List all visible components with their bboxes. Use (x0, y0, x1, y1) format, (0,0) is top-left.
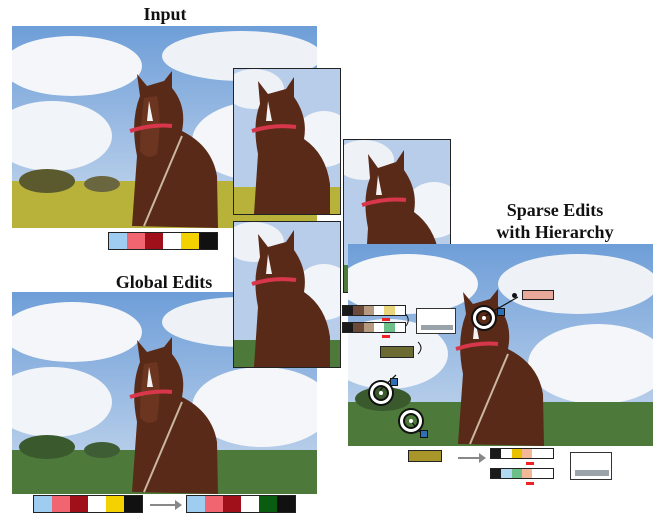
global-palette-before (33, 495, 143, 513)
palette-swatch (127, 233, 145, 249)
palette-swatch (373, 306, 385, 315)
histogram-bars (421, 325, 453, 330)
palette-swatch (199, 233, 217, 249)
histogram-box-left (416, 308, 456, 334)
hierarchy-palette-left-b (342, 322, 406, 333)
palette-swatch (353, 306, 364, 315)
crop-bottom (233, 221, 341, 368)
palette-swatch (363, 306, 374, 315)
edit-swatch-olive (380, 346, 414, 358)
palette-swatch (163, 233, 181, 249)
histogram-box-right (570, 452, 612, 480)
palette-swatch (277, 496, 295, 512)
global-palette-after (186, 495, 296, 513)
palette-swatch (88, 496, 106, 512)
global-edits-title: Global Edits (115, 272, 213, 292)
hierarchy-node[interactable] (390, 378, 398, 386)
input-palette (108, 232, 218, 250)
palette-swatch (109, 233, 127, 249)
palette-swatch (521, 469, 533, 478)
histogram-bars (575, 470, 609, 476)
selection-ring-head[interactable] (473, 307, 495, 329)
palette-swatch (343, 323, 354, 332)
hierarchy-palette-right-a (490, 448, 554, 459)
palette-swatch (409, 451, 441, 461)
palette-swatch (373, 323, 385, 332)
palette-swatch (532, 449, 543, 458)
palette-swatch (70, 496, 88, 512)
palette-swatch (511, 449, 522, 458)
palette-swatch (34, 496, 52, 512)
palette-swatch (381, 347, 413, 357)
hierarchy-palette-left-a (342, 305, 406, 316)
input-title: Input (143, 4, 187, 24)
global-arrow (150, 500, 182, 510)
palette-swatch (353, 323, 364, 332)
palette-swatch (491, 449, 502, 458)
sparse-edits-title-line1: Sparse Edits (506, 200, 604, 220)
sparse-edits-title-line2: with Hierarchy (496, 222, 614, 242)
hierarchy-arrow (458, 453, 486, 463)
change-marker (382, 318, 390, 321)
selection-ring-left[interactable] (370, 382, 392, 404)
palette-swatch (124, 496, 142, 512)
palette-swatch (491, 469, 502, 478)
palette-swatch (394, 323, 405, 332)
palette-swatch (501, 469, 512, 478)
palette-swatch (542, 469, 553, 478)
palette-swatch (523, 291, 553, 299)
palette-swatch (106, 496, 124, 512)
palette-swatch (501, 449, 512, 458)
change-marker (526, 482, 534, 485)
sparse-edits-photo (348, 244, 653, 446)
palette-swatch (542, 449, 553, 458)
edit-swatch-salmon (522, 290, 554, 300)
edit-swatch-yellow-olive (408, 450, 442, 462)
palette-swatch (259, 496, 277, 512)
palette-swatch (363, 323, 374, 332)
crop-top (233, 68, 341, 215)
palette-swatch (511, 469, 522, 478)
palette-swatch (223, 496, 241, 512)
change-marker (526, 462, 534, 465)
palette-swatch (394, 306, 405, 315)
palette-swatch (384, 306, 395, 315)
palette-swatch (521, 449, 533, 458)
change-marker (382, 335, 390, 338)
palette-swatch (145, 233, 163, 249)
palette-swatch (384, 323, 395, 332)
sparse-edits-photo-art (348, 244, 653, 446)
hierarchy-node[interactable] (420, 430, 428, 438)
palette-swatch (181, 233, 199, 249)
palette-swatch (52, 496, 70, 512)
crop-bottom-art (234, 222, 340, 367)
palette-swatch (205, 496, 223, 512)
hierarchy-node[interactable] (497, 308, 505, 316)
palette-swatch (343, 306, 354, 315)
palette-swatch (187, 496, 205, 512)
swatch-connector-dot (512, 293, 517, 298)
hierarchy-palette-right-b (490, 468, 554, 479)
selection-ring-grass[interactable] (400, 410, 422, 432)
crop-top-art (234, 69, 340, 214)
palette-swatch (241, 496, 259, 512)
palette-swatch (532, 469, 543, 478)
